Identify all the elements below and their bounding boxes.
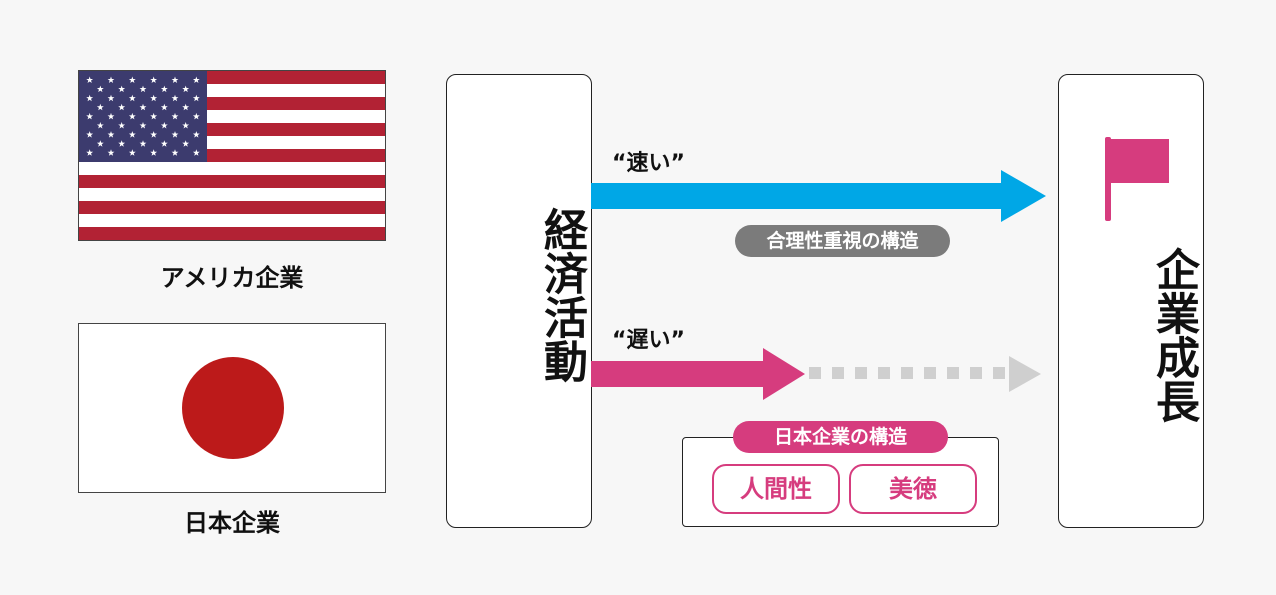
value-tag-virtue: 美徳 [849,464,977,514]
flag-star [118,122,126,129]
flag-stripe [79,175,385,189]
flag-star [150,112,158,120]
flag-stripe [79,201,385,215]
flag-star [182,103,190,111]
fast-quote: “速い” [612,151,685,176]
us-flag-icon [78,70,386,241]
flag-stripe [79,188,385,202]
company-growth-label: 企業成長 [1148,247,1199,423]
flag-star [86,112,94,120]
flag-star [192,76,200,84]
value-tag-humanity: 人間性 [712,464,840,514]
flag-star [118,85,126,93]
flag-star [128,76,136,84]
flag-star [128,149,136,156]
flag-star [128,94,136,102]
flag-star [139,85,147,93]
flag-star [171,76,179,84]
slow-quote: “遅い” [612,328,685,353]
flag-star [171,149,179,156]
flag-star [192,149,200,156]
us-company-caption: アメリカ企業 [160,264,304,292]
flag-star [86,131,94,138]
flag-star [139,140,147,147]
flag-star [182,85,190,93]
flag-star [192,112,200,120]
flag-star [118,140,126,147]
flag-star [150,149,158,156]
flag-stripe [79,214,385,228]
economic-activity-label: 経済活動 [536,207,587,383]
flag-stripe [79,227,385,240]
flag-star [150,94,158,102]
flag-star [107,112,115,120]
flag-star [150,76,158,84]
flag-star [107,94,115,102]
flag-star [128,131,136,138]
slow-arrow [591,348,1041,400]
flag-star [160,85,168,93]
economic-activity-box: 経済活動 [446,74,592,528]
flag-star [96,103,104,111]
japan-company-caption: 日本企業 [184,509,280,537]
flag-star [171,94,179,102]
flag-star [86,149,94,156]
flag-star [192,131,200,138]
flag-star [107,149,115,156]
flag-star [182,122,190,129]
flag-star [96,122,104,129]
flag-stripe [79,162,385,176]
flag-star [86,76,94,84]
japan-structure-pill: 日本企業の構造 [733,421,948,453]
fast-arrow [591,170,1046,222]
dotted-continuation [809,356,1041,392]
rational-structure-pill: 合理性重視の構造 [735,225,950,257]
flag-star [160,122,168,129]
flag-star [107,76,115,84]
flag-star [139,122,147,129]
flag-star [128,112,136,120]
pink-flag-icon [1105,137,1169,221]
company-growth-box: 企業成長 [1058,74,1204,528]
flag-star [107,131,115,138]
flag-star [160,140,168,147]
japan-flag-icon [78,323,386,493]
flag-star [86,94,94,102]
flag-star [160,103,168,111]
flag-star [150,131,158,138]
flag-star [171,131,179,138]
flag-star [171,112,179,120]
flag-star [139,103,147,111]
flag-star [96,85,104,93]
flag-star [192,94,200,102]
flag-star [118,103,126,111]
flag-star [96,140,104,147]
flag-star [182,140,190,147]
hinomaru-circle [182,357,284,459]
us-flag-graphic [79,71,385,240]
